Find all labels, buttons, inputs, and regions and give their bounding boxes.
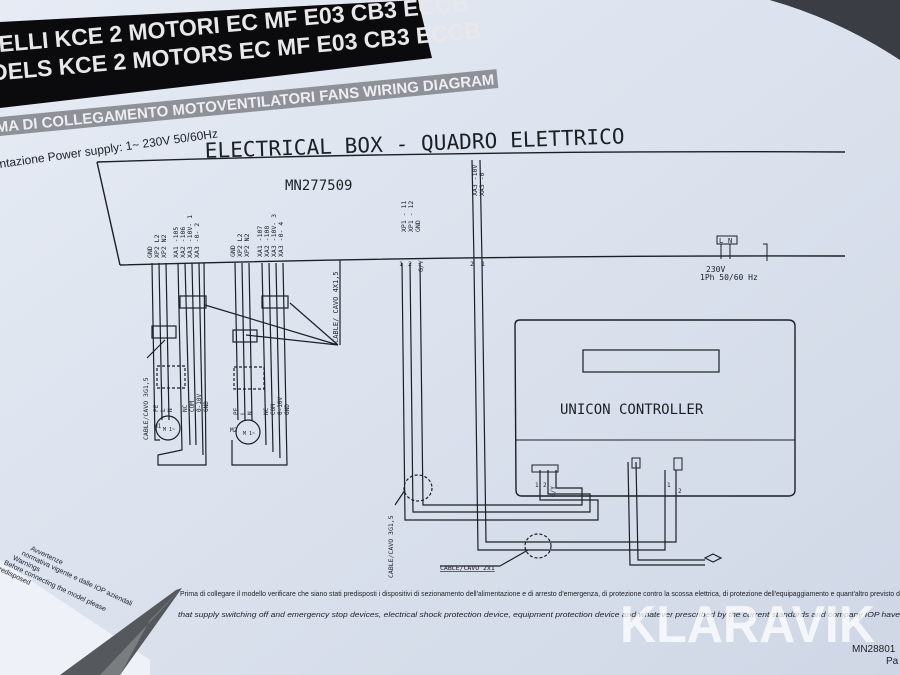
cable-label-3g1-5-motor: CABLE/CAVO 3G1,5 (142, 377, 150, 440)
doc-code: MN28801 (852, 644, 896, 655)
electrical-box (96, 151, 846, 266)
terminal-label: GND (414, 220, 422, 232)
pin-label: N (167, 408, 174, 412)
unicon-controller: UNICON CONTROLLER 1 2 G/Y 1 2 (514, 319, 796, 497)
terminal-label: GND (229, 245, 237, 257)
pin-label: COM (189, 401, 196, 412)
pin-label: NC (263, 407, 270, 415)
power-voltage: 230V (706, 265, 725, 274)
terminal-label: XP1 - 11 (400, 201, 408, 232)
warning-en-line-2: that supply switching off and emergency … (178, 610, 900, 619)
pin-label: PE (153, 404, 160, 412)
controller-label: UNICON CONTROLLER (560, 402, 704, 418)
wire-number: G/Y (550, 486, 557, 497)
pin-label: NC (182, 404, 189, 412)
box-code: MN277509 (285, 178, 352, 194)
pin-label: L (160, 408, 167, 412)
wire-number: G/Y (417, 260, 425, 272)
motor1-label: M1 (154, 423, 162, 430)
terminal-label: XA3 -0 (478, 172, 486, 196)
terminal-label: XP2 N2 (243, 233, 251, 257)
motor2-pins: PE L N NC COM 0-10V GND M2 M 1~ (230, 397, 291, 437)
wire-number: 2 (678, 488, 682, 495)
cable-label-3g1-5-ctrl: CABLE/CAVO 3G1,5 (387, 515, 395, 578)
terminal-label: XP1 - 12 (407, 201, 415, 232)
wire-number: 2 (543, 482, 547, 489)
terminal-label: XA1 -107 (256, 226, 264, 257)
controller-terminal (631, 457, 641, 469)
wire-number: 1 (667, 482, 671, 489)
controller-terminal (531, 464, 559, 473)
terminal-labels-motor2: GND XP2 L2 XP2 N2 XA1 -107 XA2 -108 XA3 … (229, 214, 285, 257)
power-terminal-block: L N 230V 1Ph 50/60 Hz (700, 235, 768, 282)
wire-number: 2 (470, 260, 474, 268)
pin-label: L (240, 411, 247, 415)
controller-terminal (673, 457, 683, 471)
wire-number: 1 (481, 260, 485, 268)
terminal-label: XP2 L2 (236, 233, 244, 257)
pin-label: N (247, 411, 254, 415)
page-label: Pa (886, 656, 899, 667)
terminal-label: GND (146, 246, 154, 258)
pin-label: COM (270, 404, 277, 415)
terminal-label: XA1 -105 (172, 227, 180, 258)
motor1-symbol: M 1~ (163, 427, 175, 433)
terminal-labels-controller: XP1 - 11 XP1 - 12 GND XA3 -10V XA3 -0 (400, 165, 486, 232)
pin-label: GND (284, 404, 291, 415)
wires (146, 159, 723, 567)
terminal-l: L (719, 237, 723, 245)
warning-it-line-1: Prima di collegare il modello verificare… (180, 589, 900, 598)
terminal-label: XA2 -106 (179, 227, 187, 258)
terminal-labels-motor1: GND XP2 L2 XP2 N2 XA1 -105 XA2 -106 XA3 … (146, 215, 201, 258)
pin-label: GND (203, 401, 210, 412)
terminal-label: XA3 -10V (471, 165, 479, 196)
terminal-label: XA3 -10V- 3 (270, 214, 278, 257)
motor2-label: M2 (230, 427, 238, 434)
terminal-label: XA3 -0- 2 (193, 223, 201, 258)
pin-label: 0-10V (196, 394, 203, 412)
motor1-pins: PE L N NC COM 0-10V GND M1 M 1~ (153, 394, 210, 433)
terminal-n: N (728, 237, 732, 245)
power-phase: 1Ph 50/60 Hz (700, 273, 758, 282)
pen-tip (60, 588, 182, 675)
cable-label-2x1: CABLE/CAVO 2x1 (440, 564, 495, 572)
terminal-label: XP2 N2 (160, 234, 168, 258)
wire-number: 1 (399, 260, 403, 268)
controller-display (582, 349, 720, 373)
wire-number: 1 (535, 482, 539, 489)
terminal-label: XA2 -108 (263, 226, 271, 257)
pin-label: PE (233, 407, 240, 415)
terminal-label: XA3 -10V- 1 (186, 215, 194, 258)
watermark: KLARAVIK (620, 596, 875, 654)
terminal-label: XP2 L2 (153, 234, 161, 258)
pin-label: 0-10V (277, 397, 284, 415)
terminal-label: XA3 -0- 4 (277, 222, 285, 257)
motor2-symbol: M 1~ (243, 431, 255, 437)
background-corner (770, 0, 900, 60)
cable-label-4x1-5: CABLE/ CAVO 4X1,5 (332, 271, 340, 343)
